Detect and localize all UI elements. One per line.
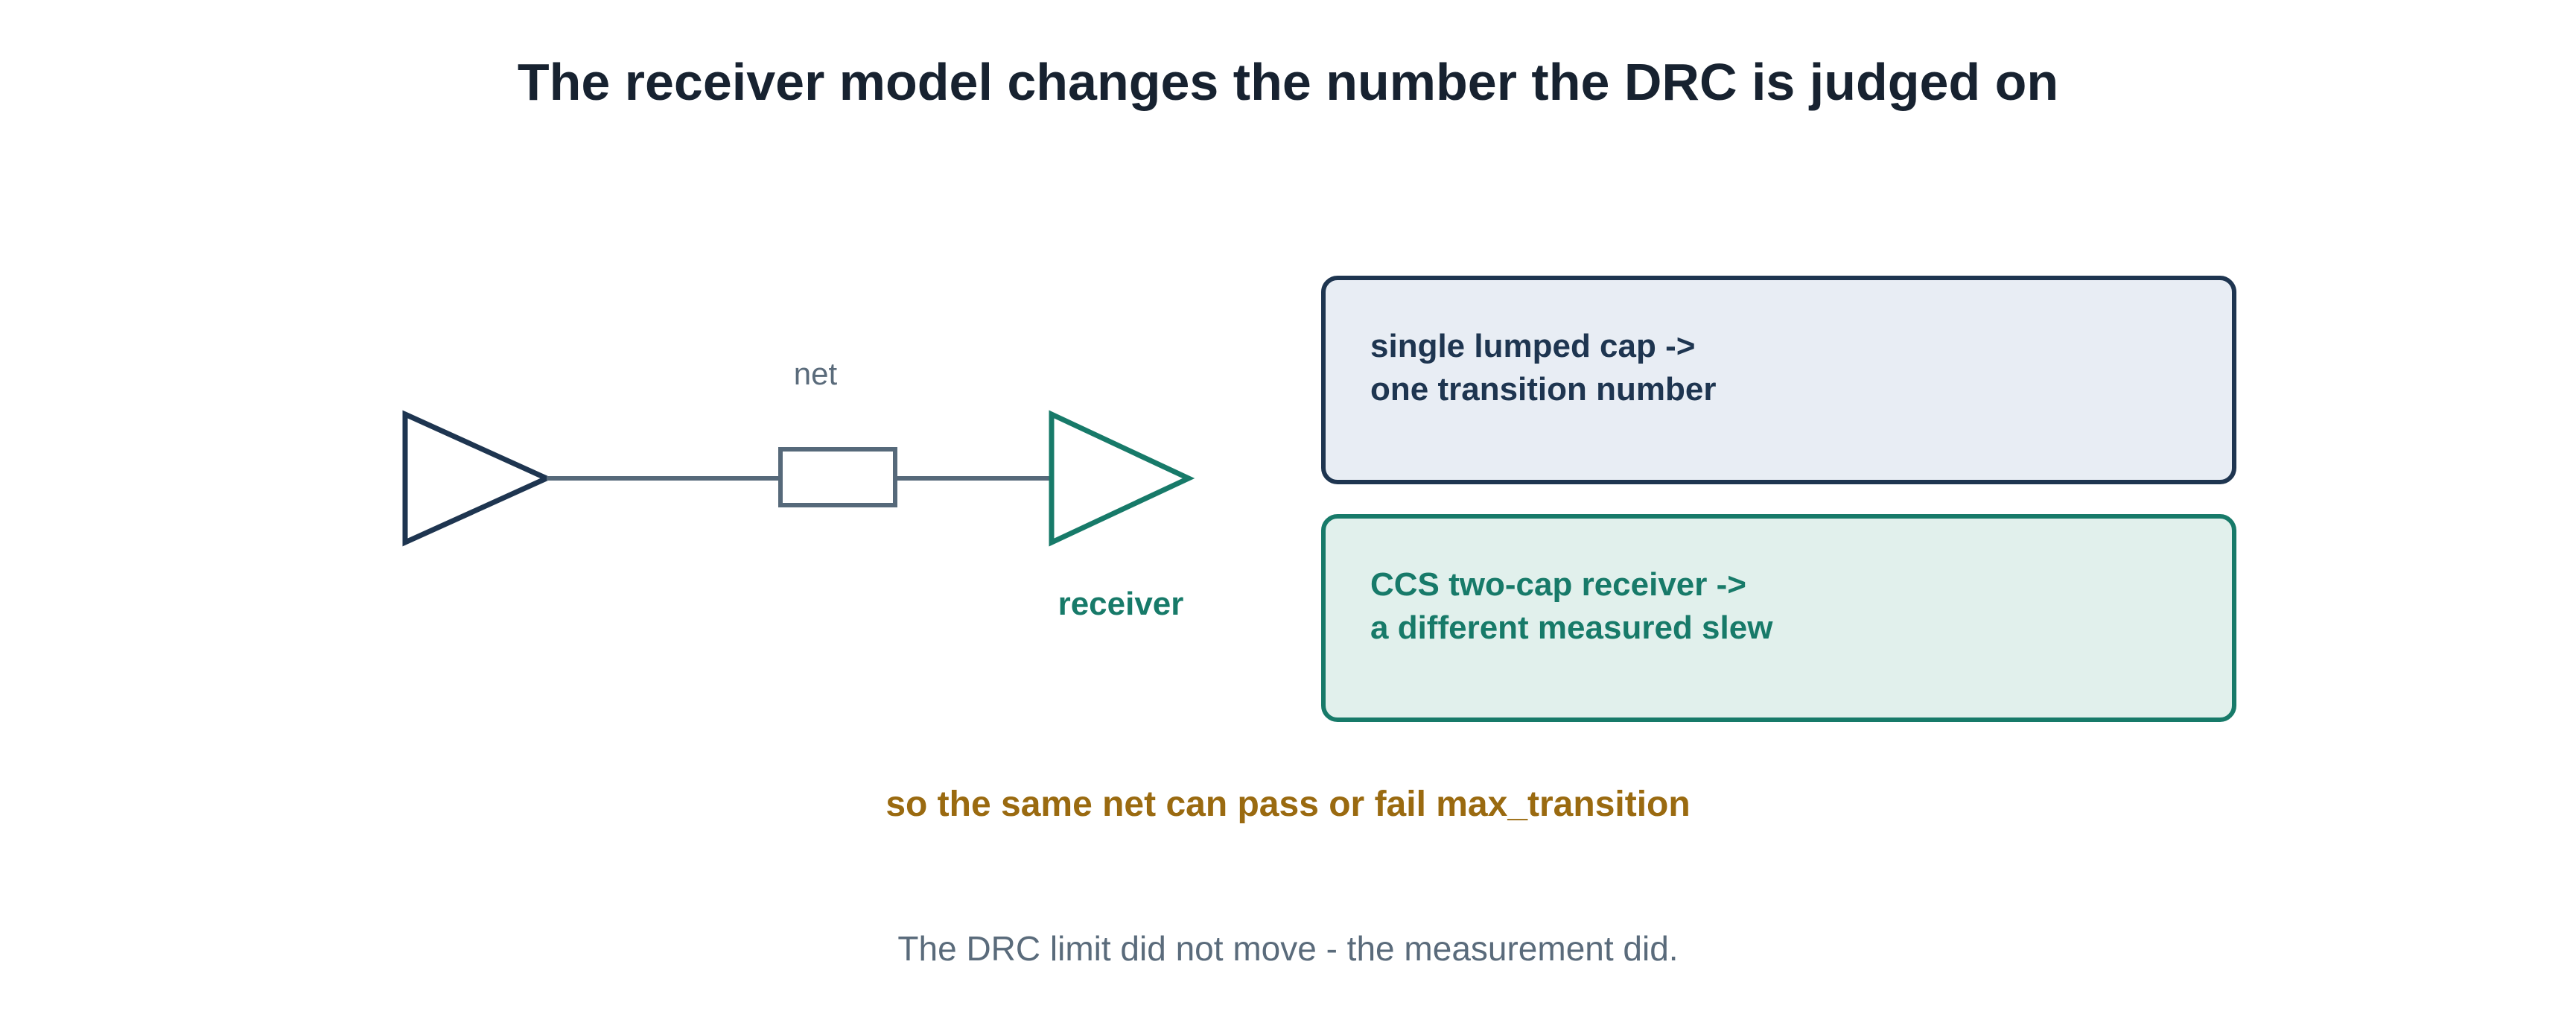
footnote-text: The DRC limit did not move - the measure… [897,929,1679,968]
consequence-text: so the same net can pass or fail max_tra… [885,785,1691,824]
lumped-cap-line-1: single lumped cap -> [1370,328,1696,364]
net-resistor-icon [778,447,897,507]
ccs-receiver-line-1: CCS two-cap receiver -> [1370,566,1746,603]
ccs-receiver-line-2: a different measured slew [1370,609,1773,646]
net-label: net [793,356,838,391]
diagram-title: The receiver model changes the number th… [517,53,2059,111]
lumped-cap-box: single lumped cap -> one transition numb… [1321,276,2236,484]
ccs-receiver-box: CCS two-cap receiver -> a different meas… [1321,514,2236,722]
receiver-label: receiver [1058,586,1184,622]
lumped-cap-line-2: one transition number [1370,371,1717,408]
driver-buffer-icon [402,410,553,547]
receiver-buffer-icon [1049,410,1195,547]
